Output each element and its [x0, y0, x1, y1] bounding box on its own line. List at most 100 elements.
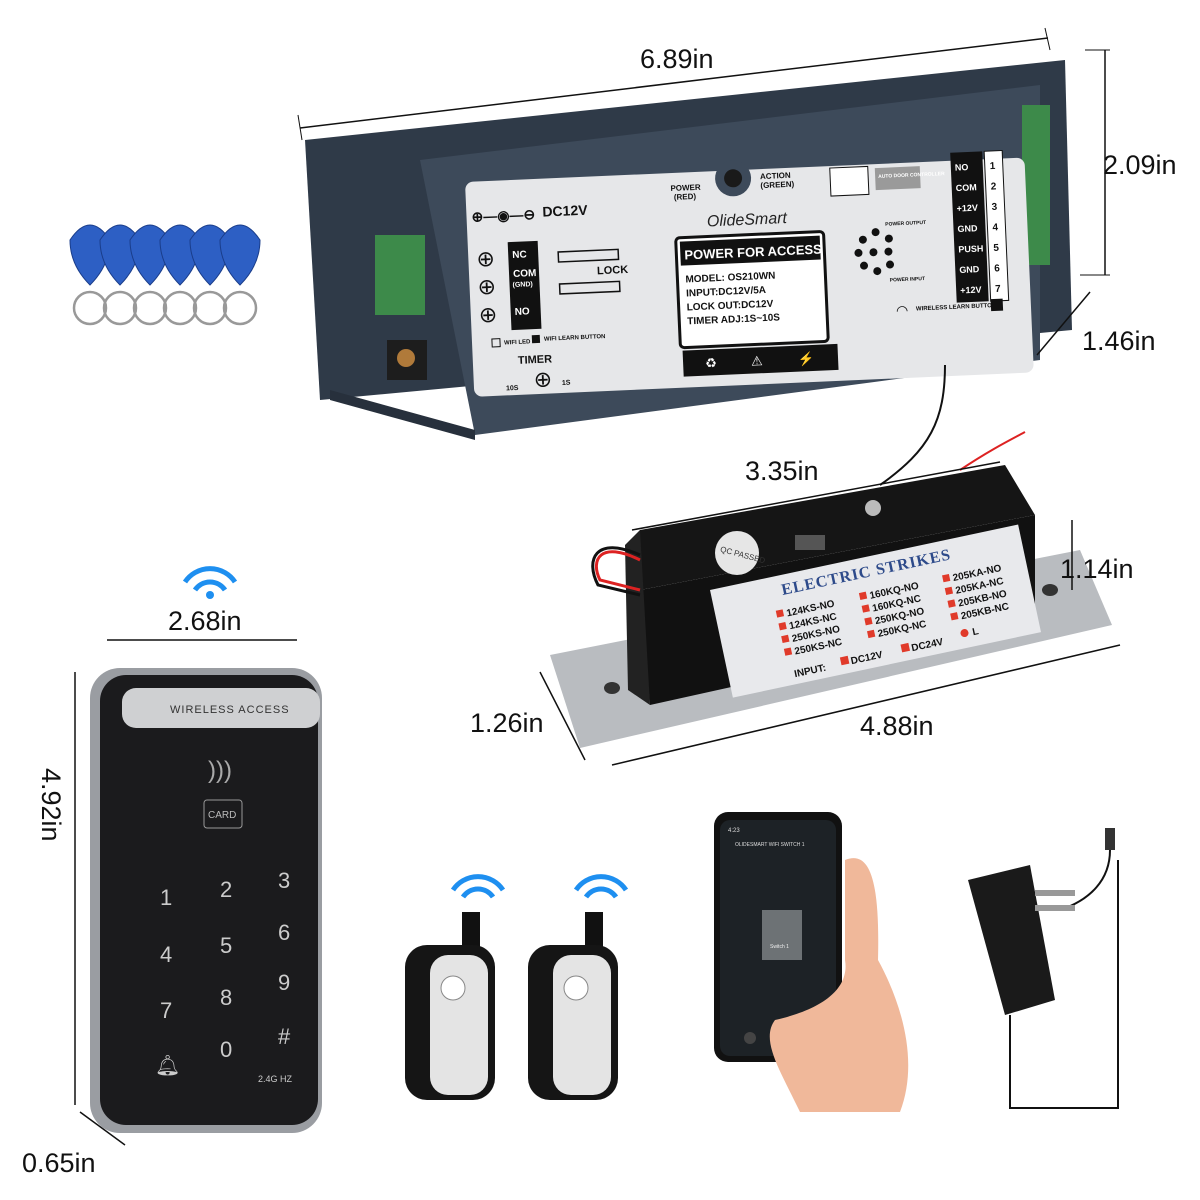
model-checkbox	[775, 609, 785, 618]
high-voltage-icon: ⚡	[798, 351, 815, 368]
power-led-label: POWER	[670, 183, 701, 193]
timer-min: 10S	[506, 385, 519, 393]
wifi-led-label: WIFI LED	[504, 339, 531, 346]
warning-icons-strip	[682, 343, 839, 377]
key-0: 0	[220, 1037, 232, 1062]
key-9: 9	[278, 970, 290, 995]
dim-keypad-width: 2.68in	[168, 606, 242, 636]
spec-lock-out: LOCK OUT:DC12V	[686, 299, 773, 314]
remote-controls	[405, 874, 629, 1100]
terminal-com: COM	[513, 268, 537, 280]
polarity-icon: ⊕—◉—⊖	[471, 206, 535, 225]
model-checkbox	[947, 599, 956, 608]
model-checkbox	[867, 629, 876, 639]
model-checkbox	[864, 617, 873, 626]
wifi-icon-arc	[460, 886, 496, 899]
dim-plate-length: 4.88in	[860, 711, 934, 741]
terminal-7-name: +12V	[960, 285, 982, 296]
screw-icon: ⊕	[476, 246, 496, 272]
key-5: 5	[220, 933, 232, 958]
remote-face	[553, 955, 611, 1095]
key-7: 7	[160, 998, 172, 1023]
recycle-icon: ♻	[705, 355, 717, 370]
spec-timer: TIMER ADJ:1S~10S	[687, 312, 780, 327]
controller-dimensions: 6.89in 2.09in 1.46in	[297, 27, 1177, 356]
smartphone-app: 4:23 OLIDESMART WIFI SWITCH 1 Switch 1	[714, 812, 909, 1112]
hand-image	[769, 858, 909, 1112]
model-checkbox	[944, 586, 954, 596]
key-ring	[132, 290, 168, 326]
model-checkbox	[950, 612, 959, 621]
key-1: 1	[160, 885, 172, 910]
dim-keypad-depth: 0.65in	[22, 1148, 96, 1178]
dim-plate-width: 1.26in	[470, 708, 544, 738]
lock-label: LOCK	[597, 264, 629, 277]
terminal-2-name: COM	[956, 182, 977, 193]
strike-dimensions: 3.35in 1.14in 1.26in 4.88in	[470, 456, 1134, 766]
access-controller: ⊕—◉—⊖ DC12V POWER (RED) ACTION (GREEN) O…	[305, 60, 1072, 440]
terminal-6-number: 6	[994, 263, 1000, 274]
key-8: 8	[220, 985, 232, 1010]
terminal-2-number: 2	[990, 181, 996, 192]
phone-time: 4:23	[728, 828, 740, 834]
key-ring	[102, 290, 138, 326]
power-output-label: POWER OUTPUT	[885, 220, 926, 228]
wireless-learn-button	[990, 298, 1004, 312]
remote-face	[430, 955, 488, 1095]
timer-label: TIMER	[518, 353, 553, 366]
terminal-4-name: GND	[957, 223, 978, 234]
wire	[879, 364, 946, 486]
terminal-6-name: GND	[959, 264, 980, 275]
action-led-color: (GREEN)	[760, 180, 794, 190]
qc-sticker	[715, 531, 759, 575]
power-input-label: POWER INPUT	[890, 276, 926, 284]
dim-controller-height: 2.09in	[1103, 150, 1177, 180]
key-ring	[192, 290, 228, 326]
buzzer-holes	[854, 228, 895, 276]
terminal-5-name: PUSH	[958, 243, 983, 254]
terminal-1-name: NO	[955, 162, 969, 173]
spec-input: INPUT:DC12V/5A	[686, 285, 766, 299]
keypad-title: WIRELESS ACCESS	[170, 704, 290, 716]
wifi-icon-arc	[583, 886, 619, 899]
terminal-block-left	[375, 235, 425, 315]
wireless-keypad: 2.68in 4.92in 0.65in WIRELESS ACCESS )))…	[22, 566, 322, 1178]
key-4: 4	[160, 942, 172, 967]
l-label: L	[972, 626, 980, 638]
strike-label: ELECTRIC STRIKES 124KS-NO124KS-NC250KS-N…	[710, 524, 1041, 698]
auto-door-label: AUTO DOOR CONTROLLER	[878, 171, 945, 180]
action-led-label: ACTION	[760, 171, 791, 181]
terminal-3-number: 3	[991, 202, 997, 213]
electric-strike: QC PASSED ELECTRIC STRIKES 124KS-NO124KS…	[550, 465, 1112, 748]
dim-keypad-height: 4.92in	[36, 768, 66, 842]
model-checkbox	[858, 591, 868, 600]
terminal-gnd: (GND)	[512, 281, 533, 289]
key-2: 2	[220, 877, 232, 902]
wire	[959, 431, 1026, 471]
model-checkbox	[781, 634, 790, 644]
panel-title: POWER FOR ACCESS	[684, 241, 822, 262]
terminal-7-number: 7	[995, 284, 1001, 295]
screw-icon: ⊕	[478, 302, 498, 328]
key-6: 6	[278, 920, 290, 945]
nfc-icon: )))	[208, 757, 232, 784]
band-label: 2.4G HZ	[258, 1074, 293, 1084]
spec-model: MODEL: OS210WN	[685, 271, 775, 286]
key-ring	[72, 290, 108, 326]
app-title: OLIDESMART WIFI SWITCH 1	[735, 842, 805, 848]
brand-logo: OlideSmart	[707, 210, 788, 230]
key-#: #	[278, 1024, 291, 1049]
dim-strike-height: 1.14in	[1060, 554, 1134, 584]
remote-button-a	[563, 975, 589, 1001]
rfid-key-fobs	[69, 224, 261, 326]
esd-warning-icon: ⚠	[751, 353, 764, 369]
power-adapter	[968, 828, 1119, 1109]
screw-icon: ⊕	[477, 274, 497, 300]
wifi-icon: ◠	[896, 302, 909, 319]
wifi-icon	[450, 874, 506, 892]
model-checkbox	[942, 573, 951, 583]
bell-icon: 🔔︎	[155, 1055, 180, 1077]
switch-label: Switch 1	[770, 944, 789, 950]
timer-max: 1S	[562, 380, 571, 387]
